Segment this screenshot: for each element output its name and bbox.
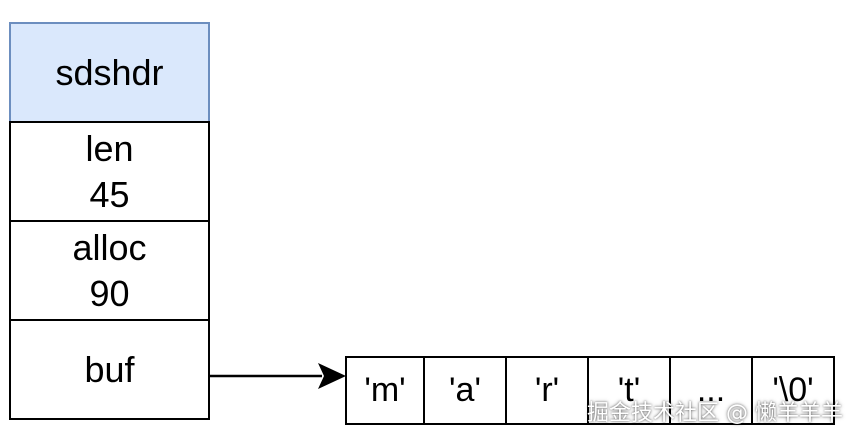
struct-title: sdshdr [55, 51, 164, 93]
field-buf-name: buf [84, 348, 135, 390]
buffer-cell-null-terminator: '\0' [751, 356, 835, 425]
struct-header: sdshdr [9, 22, 210, 123]
field-len-name: len [85, 127, 134, 169]
arrow-head-icon [318, 363, 346, 389]
field-alloc: alloc 90 [9, 220, 210, 321]
field-alloc-name: alloc [72, 226, 147, 268]
buffer-cell-ellipsis: ... [669, 356, 753, 425]
watermark-text: 掘金技术社区 @ 懒羊羊羊 [587, 401, 843, 426]
sdshdr-struct: sdshdr len 45 alloc 90 buf [9, 22, 210, 420]
field-buf: buf [9, 319, 210, 420]
field-len: len 45 [9, 121, 210, 222]
buffer-cell-a: 'a' [423, 356, 507, 425]
pointer-arrow [210, 363, 346, 389]
buffer-cell-r: 'r' [505, 356, 589, 425]
buffer-cell-m: 'm' [345, 356, 425, 425]
field-alloc-value: 90 [89, 272, 130, 314]
buffer-cell-t: 't' [587, 356, 671, 425]
char-buffer: 'm' 'a' 'r' 't' ... '\0' [345, 356, 835, 425]
field-len-value: 45 [89, 173, 130, 215]
